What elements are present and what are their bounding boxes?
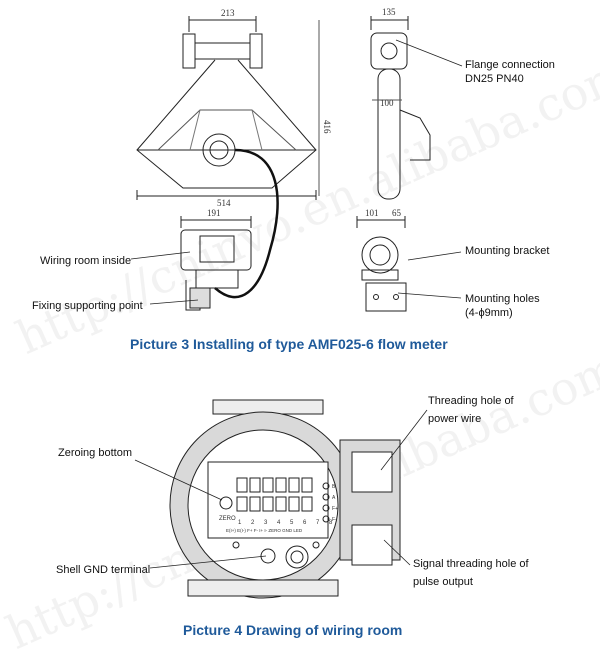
dim-base-width: 514 [217, 198, 231, 208]
flow-meter-side-view [370, 16, 431, 200]
mounting-bracket-view [356, 216, 407, 312]
label-signal-thread-2: pulse output [413, 576, 473, 588]
dim-bracket-b: 65 [392, 208, 402, 218]
zero-label: ZERO [219, 516, 236, 522]
dim-top-width: 213 [221, 8, 235, 18]
caption-picture-4: Picture 4 Drawing of wiring room [183, 622, 403, 638]
label-mounting-holes: Mounting holes [465, 293, 540, 305]
label-signal-thread-1: Signal threading hole of [413, 558, 529, 570]
caption-picture-3: Picture 3 Installing of type AMF025-6 fl… [130, 336, 448, 352]
flow-meter-front-view [136, 16, 320, 299]
dim-overall-height: 416 [322, 120, 332, 134]
label-mounting-bracket: Mounting bracket [465, 245, 550, 257]
dim-wiring-room-width: 191 [207, 208, 221, 218]
side-letter-fplus: F+ [332, 506, 338, 512]
terminal-numbers: 1 2 3 4 5 6 7 8 [238, 520, 336, 526]
label-threading-power-2: power wire [428, 413, 482, 425]
terminal-block [236, 477, 313, 512]
terminal-bottom-labels: E(I+) E(I-) F+ F- I+ I- ZERO GND LED [226, 528, 303, 533]
label-threading-power-1: Threading hole of [428, 395, 514, 407]
label-flange-spec: DN25 PN40 [465, 73, 524, 85]
label-mounting-holes-spec: (4-ϕ9mm) [465, 307, 513, 319]
label-flange-connection: Flange connection [465, 59, 555, 71]
dim-side-depth: 100 [380, 98, 394, 108]
zero-button [219, 496, 233, 510]
wiring-room-drawing [169, 399, 401, 599]
side-letter-a: A [332, 495, 336, 501]
dim-bracket-a: 101 [365, 208, 379, 218]
dim-side-width: 135 [382, 7, 396, 17]
side-letter-b: B [332, 484, 336, 490]
label-shell-gnd-terminal: Shell GND terminal [56, 564, 151, 576]
label-wiring-room-inside: Wiring room inside [40, 255, 132, 267]
side-letter-fminus: F- [332, 517, 337, 523]
leader-lines [130, 39, 463, 569]
label-zeroing-bottom: Zeroing bottom [58, 447, 132, 459]
wiring-room-side-view [180, 216, 252, 311]
label-fixing-supporting-point: Fixing supporting point [32, 300, 143, 312]
